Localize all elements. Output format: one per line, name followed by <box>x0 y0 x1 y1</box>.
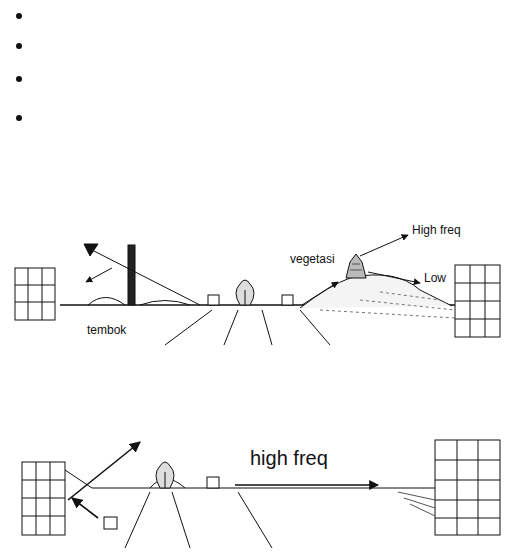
building-right <box>457 440 458 535</box>
hill-texture <box>360 300 455 310</box>
bullet-list <box>16 13 22 19</box>
sound-ray <box>92 250 200 305</box>
building-left <box>15 285 55 286</box>
building-left <box>22 498 65 499</box>
bullet-list <box>16 43 22 49</box>
building-right <box>455 265 500 337</box>
building-right <box>435 440 500 535</box>
vegetation-label: vegetasi <box>290 253 335 265</box>
building-right <box>478 440 479 535</box>
building-left <box>28 268 29 320</box>
bullet-list <box>16 76 22 82</box>
embankment <box>65 470 470 488</box>
frequency-label: High freq <box>412 224 461 236</box>
vehicle <box>208 295 219 305</box>
road-lines <box>300 310 330 345</box>
building-left <box>22 516 65 517</box>
road-lines <box>165 310 212 345</box>
frequency-label: Low <box>424 272 446 284</box>
building-right <box>398 440 500 535</box>
building-right <box>435 460 500 461</box>
tree <box>165 472 166 488</box>
mound <box>140 301 190 306</box>
frequency-label: high freq <box>250 448 328 468</box>
wall-label: tembok <box>87 324 126 336</box>
building-right <box>455 301 500 302</box>
reflected-ray <box>86 268 112 282</box>
tree <box>156 462 174 488</box>
building-left <box>42 268 43 320</box>
vegetation-tree <box>346 254 366 278</box>
building-left <box>36 462 37 535</box>
bullet-list <box>16 115 22 121</box>
high-frequency-ray <box>235 484 378 485</box>
building-left <box>22 462 65 535</box>
receiver-symbol <box>84 244 98 256</box>
building-right <box>455 319 500 320</box>
building-right <box>455 265 500 337</box>
vegetation-tree <box>346 254 366 278</box>
vegetation-tree <box>350 264 362 270</box>
vehicle <box>207 477 219 488</box>
building-right <box>470 265 471 337</box>
building-right <box>435 518 500 519</box>
road-lines <box>165 310 330 345</box>
building-right <box>455 283 500 284</box>
hill-texture <box>320 292 455 318</box>
mound <box>88 298 125 306</box>
tree <box>156 462 174 488</box>
hill-texture <box>380 292 440 300</box>
tree <box>236 280 254 305</box>
road-lines <box>172 492 190 548</box>
building-left <box>50 462 51 535</box>
scene-barrier <box>15 235 500 345</box>
building-left <box>22 462 65 535</box>
wall-barrier <box>128 245 135 305</box>
high-frequency-ray <box>360 235 408 256</box>
receiver-box <box>104 517 117 529</box>
building-right <box>435 480 500 481</box>
building-right <box>485 265 486 337</box>
building-left <box>15 268 55 320</box>
hill-texture <box>320 310 455 318</box>
building-right <box>435 500 500 501</box>
building-left <box>15 268 55 320</box>
tree <box>236 280 254 305</box>
building-left <box>22 480 65 481</box>
vehicle <box>282 295 293 305</box>
road-lines <box>224 310 238 345</box>
tree <box>245 290 246 305</box>
bullet-list <box>16 13 22 121</box>
road-lines <box>262 310 272 345</box>
road-lines <box>125 492 272 548</box>
road-lines <box>125 492 150 548</box>
low-frequency-ray <box>368 272 420 283</box>
sound-ray <box>302 282 338 305</box>
building-left <box>15 302 55 303</box>
sound-ray <box>72 498 98 518</box>
sound-ray <box>68 442 140 500</box>
road-lines <box>238 492 272 548</box>
scene-open <box>22 440 500 548</box>
building-right <box>398 492 435 516</box>
